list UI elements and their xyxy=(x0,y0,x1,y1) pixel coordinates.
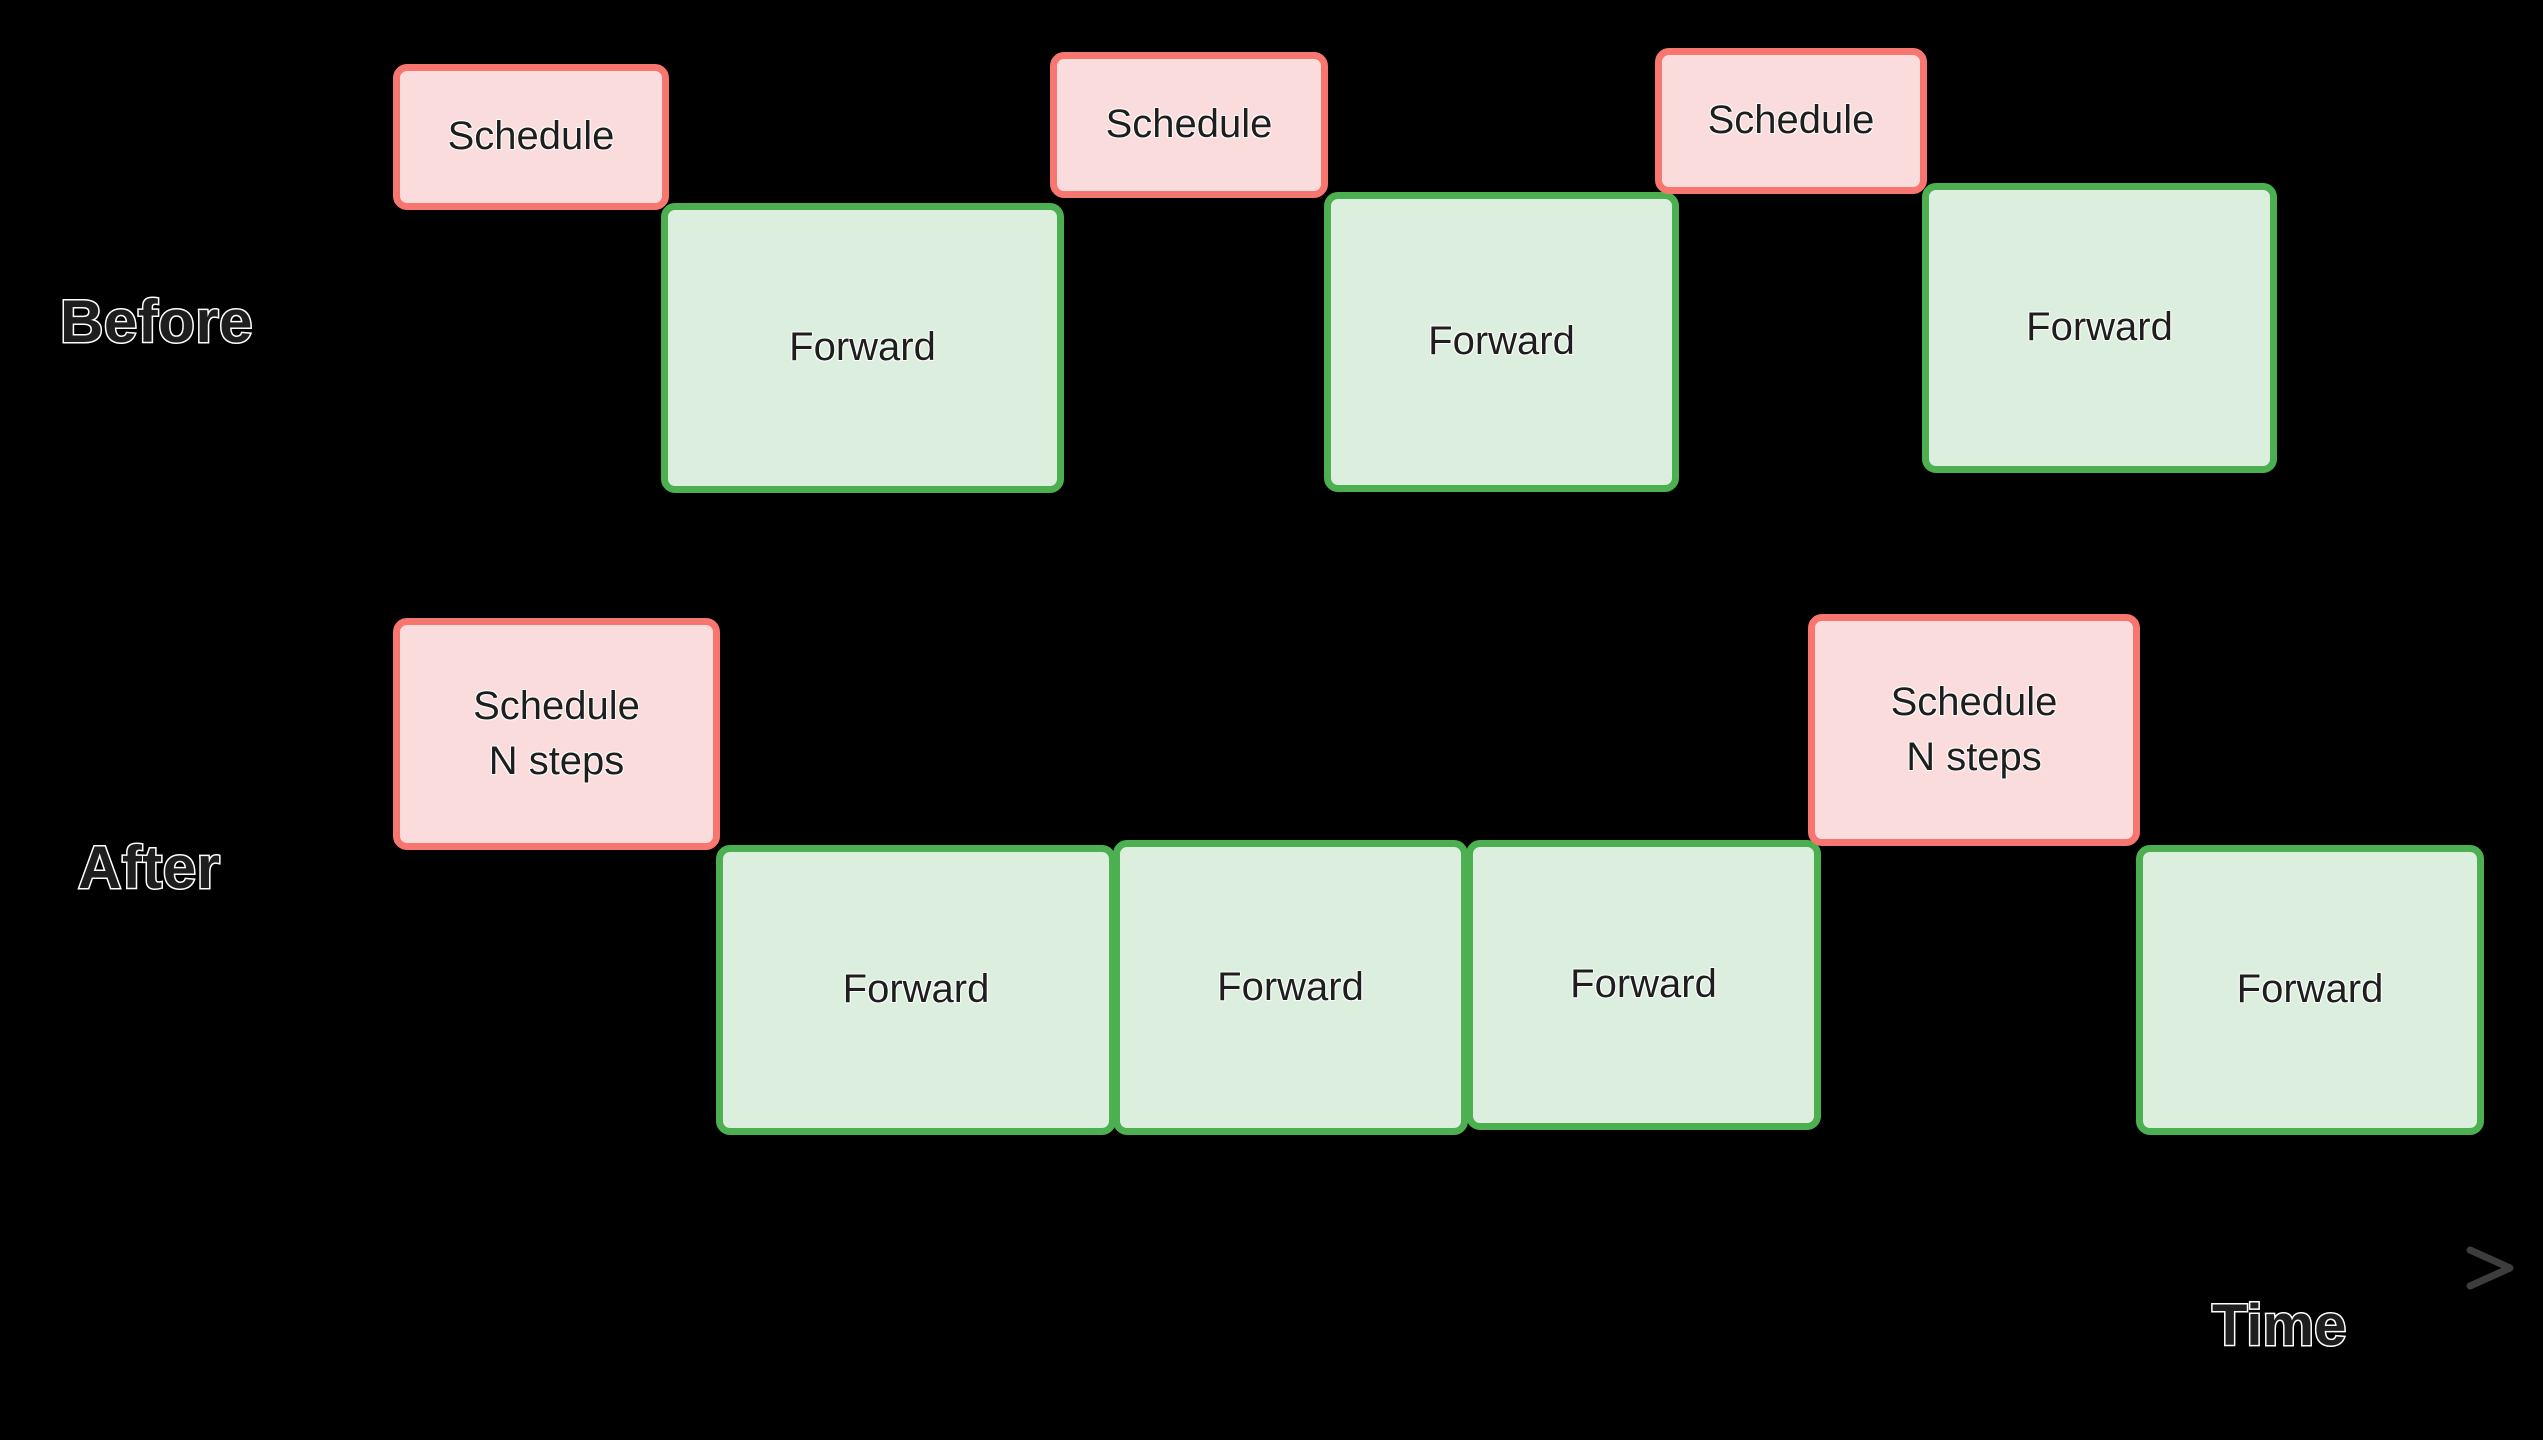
forward-block-before-2: Forward xyxy=(661,203,1064,493)
forward-block-before-6: Forward xyxy=(1922,183,2277,473)
schedule-block-before-5: Schedule xyxy=(1655,48,1927,194)
schedule-block-after-1: Schedule N steps xyxy=(393,618,720,850)
forward-block-before-4: Forward xyxy=(1324,192,1679,492)
schedule-block-before-3: Schedule xyxy=(1050,52,1328,198)
row-label-after: After xyxy=(77,834,222,901)
forward-block-after-4: Forward xyxy=(1466,840,1821,1130)
time-axis xyxy=(370,1244,2520,1290)
row-label-before: Before xyxy=(58,288,254,355)
schedule-block-before-1: Schedule xyxy=(393,64,669,210)
schedule-block-after-5: Schedule N steps xyxy=(1808,614,2140,846)
time-axis-label: Time xyxy=(2210,1293,2347,1358)
forward-block-after-3: Forward xyxy=(1113,840,1468,1135)
time-arrow-icon xyxy=(379,1246,2514,1290)
forward-block-after-6: Forward xyxy=(2136,845,2484,1135)
forward-block-after-2: Forward xyxy=(716,845,1116,1135)
